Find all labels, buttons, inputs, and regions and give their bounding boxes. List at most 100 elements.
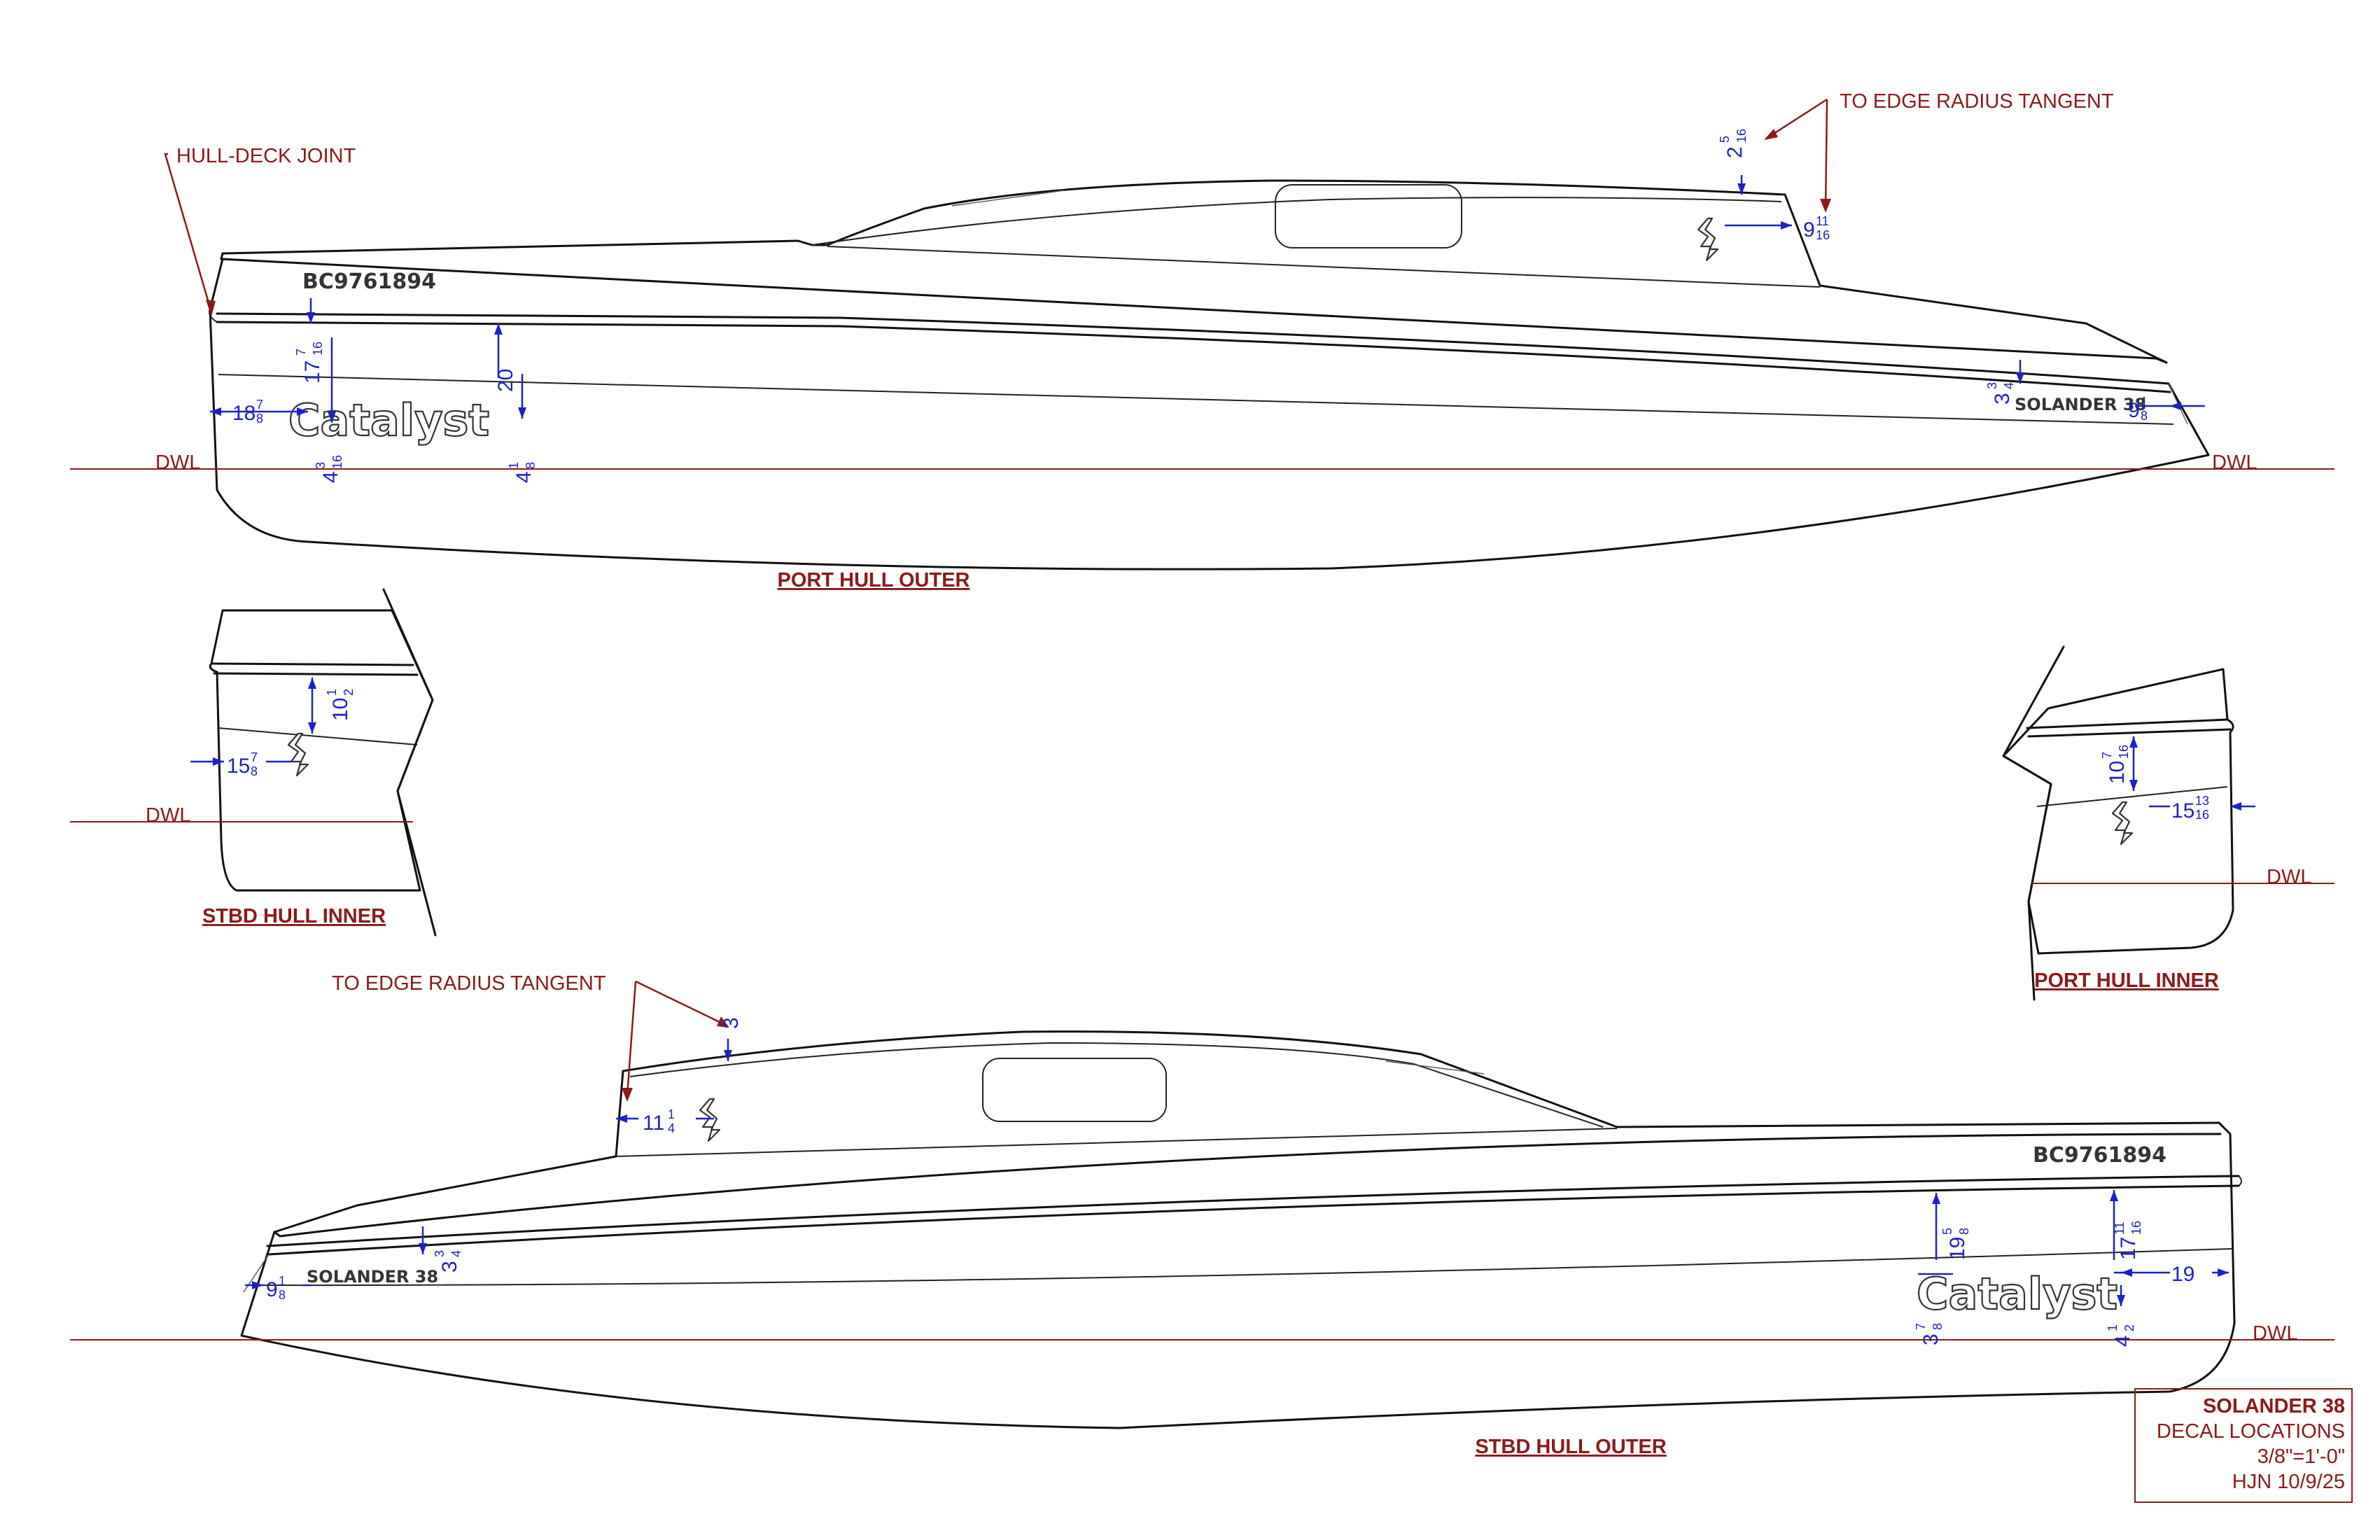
port-outer-cabin-inner (811, 197, 1782, 246)
port-outer-dim-6-den: 16 (1735, 129, 1749, 143)
stbd-inner-cut-line (382, 588, 437, 937)
stbd-outer-dim-3-num: 1 (279, 1274, 286, 1288)
port-outer-logo-symbol-icon (1697, 217, 1719, 262)
stbd-outer-edge-radius-leader-2 (626, 981, 637, 1097)
port-outer-dim-2-den: 16 (311, 342, 325, 356)
stbd-outer-hull-side (240, 1121, 2236, 1429)
stbd-outer-dim-8-den: 8 (1931, 1323, 1945, 1330)
port-inner-dim-1-num: 7 (2100, 752, 2114, 759)
stbd-outer-boot-top (247, 1248, 2232, 1287)
port-outer-dim-6-num: 5 (1718, 136, 1732, 143)
stbd-outer-dim-5-whole: 19 (1946, 1237, 1969, 1260)
port-outer-dimensions: 18 7 8 17 7 16 20 4 3 16 4 1 8 2 5 16 (210, 129, 2205, 483)
stbd-outer-logo-symbol-icon (699, 1098, 721, 1142)
stbd-inner-dim-2-den: 8 (251, 764, 258, 778)
stbd-outer-rubrail-top (266, 1175, 2240, 1247)
stbd-outer-dim-1: 3 (720, 1017, 743, 1029)
port-inner-dim-2-den: 16 (2195, 808, 2209, 822)
port-outer-edge-radius-leader-1 (1768, 98, 1828, 139)
stbd-outer-dim-4-num: 3 (433, 1250, 447, 1257)
title-block-author-date: HJN 10/9/25 (2232, 1471, 2345, 1493)
stbd-inner-outline (209, 609, 434, 892)
port-outer-edge-radius-arrowhead-2-icon (1820, 199, 1831, 213)
port-outer-hull-side (209, 258, 2210, 570)
title-block-frame (2134, 1388, 2353, 1503)
port-outer-edge-radius-arrowhead-1-icon (1764, 129, 1778, 140)
stbd-outer-dim-5-den: 8 (1957, 1228, 1971, 1235)
port-outer-registration-decal: BC9761894 (302, 270, 436, 294)
port-outer-dim-8-whole: 3 (1991, 393, 2014, 405)
title-block-scale: 3/8"=1'-0" (2258, 1446, 2345, 1468)
port-outer-hatch (951, 190, 1065, 206)
stbd-outer-dim-3-whole: 9 (266, 1278, 278, 1301)
stbd-inner-logo-symbol-icon (287, 732, 309, 777)
stbd-hull-outer-view: DWL BC9761894 Catalyst SOLANDER 38 TO ED… (70, 972, 2334, 1458)
stbd-inner-boot-top (218, 727, 418, 746)
port-outer-dim-5-num: 1 (507, 462, 521, 469)
stbd-outer-rubrail-cap (2238, 1175, 2242, 1186)
stbd-outer-dim-6-den: 16 (2129, 1221, 2143, 1235)
port-outer-deck-line (221, 179, 2168, 364)
stbd-outer-dimensions: 3 11 1 4 9 1 8 3 3 4 19 5 8 17 1 (245, 1017, 2229, 1347)
port-outer-rubrail-top (216, 312, 2170, 385)
title-block-subject: DECAL LOCATIONS (2157, 1420, 2345, 1443)
stbd-outer-cabin-inner (629, 1042, 1604, 1128)
hull-deck-joint-label: HULL-DECK JOINT (176, 145, 356, 167)
stbd-inner-dim-1-whole: 10 (329, 698, 352, 721)
stbd-inner-dim-1-den: 2 (342, 689, 356, 696)
port-outer-dim-6-whole: 2 (1723, 146, 1746, 158)
stbd-inner-dim-2-whole: 15 (227, 755, 250, 778)
port-outer-view-title: PORT HULL OUTER (778, 569, 970, 592)
port-outer-rubrail-bottom (216, 321, 2171, 393)
port-inner-dim-2-num: 13 (2195, 794, 2209, 808)
stbd-outer-dim-2-num: 1 (668, 1107, 675, 1121)
port-outer-dim-9-whole: 9 (2128, 399, 2140, 422)
port-inner-rubrail (2026, 718, 2232, 738)
port-outer-dim-1-den: 8 (256, 412, 263, 426)
port-inner-dim-1-whole: 10 (2106, 761, 2129, 784)
stbd-outer-edge-radius-arrowhead-2-icon (622, 1088, 633, 1102)
stbd-outer-dim-6-num: 11 (2113, 1222, 2127, 1235)
stbd-outer-registration-decal: BC9761894 (2033, 1143, 2166, 1168)
port-outer-dim-1-num: 7 (256, 398, 263, 412)
stbd-outer-dim-6-whole: 17 (2117, 1237, 2140, 1260)
port-outer-model-decal: SOLANDER 38 (2015, 395, 2146, 414)
port-outer-dim-2-whole: 17 (301, 360, 324, 384)
port-outer-dim-1-whole: 18 (232, 402, 255, 425)
stbd-inner-rubrail (211, 662, 419, 676)
port-outer-dim-7-whole: 9 (1803, 218, 1815, 241)
stbd-outer-edge-radius-arrowhead-1-icon (717, 1016, 729, 1028)
title-block-model: SOLANDER 38 (2203, 1395, 2345, 1418)
stbd-outer-window (982, 1058, 1167, 1122)
hull-deck-joint-leader (164, 153, 213, 313)
stbd-outer-edge-radius-label: TO EDGE RADIUS TANGENT (332, 972, 606, 995)
stbd-outer-dim-4-whole: 3 (438, 1261, 461, 1273)
port-outer-dim-7-num: 11 (1816, 214, 1829, 228)
port-outer-dim-8-num: 3 (1985, 382, 1999, 389)
port-outer-window (1275, 184, 1462, 248)
stbd-outer-dim-9-whole: 4 (2111, 1335, 2134, 1347)
port-outer-dim-8-den: 4 (2002, 382, 2016, 389)
port-outer-dim-4-whole: 4 (319, 471, 342, 483)
port-inner-logo-symbol-icon (2111, 801, 2134, 846)
port-outer-dwl-label-right: DWL (2212, 451, 2257, 474)
port-outer-edge-radius-label: TO EDGE RADIUS TANGENT (1840, 90, 2114, 113)
stbd-outer-dwl-label: DWL (2253, 1322, 2297, 1345)
stbd-outer-sheer (273, 1133, 2222, 1238)
stbd-hull-inner-view: DWL 10 1 2 15 7 8 STBD HULL INNER (70, 588, 437, 937)
port-outer-dim-5-whole: 4 (512, 471, 536, 483)
stbd-outer-dim-3-den: 8 (279, 1288, 286, 1302)
stbd-outer-dim-4-den: 4 (449, 1250, 463, 1257)
port-outer-dim-4-num: 3 (314, 462, 328, 469)
port-hull-inner-view: DWL 10 7 16 15 13 16 PORT HULL INNER (2002, 645, 2334, 1001)
stbd-outer-dim-9-den: 2 (2122, 1324, 2136, 1331)
port-outer-dim-7-den: 16 (1816, 228, 1830, 242)
port-outer-dim-9-num: 1 (2141, 395, 2148, 409)
stbd-outer-cabin-base (615, 1128, 1618, 1157)
stbd-outer-hatch (1385, 1060, 1485, 1074)
port-outer-catalyst-decal: Catalyst (288, 395, 489, 446)
port-outer-dim-9-den: 8 (2141, 409, 2148, 423)
port-inner-dim-1-den: 16 (2117, 745, 2131, 759)
port-outer-edge-radius-leader-2 (1824, 99, 1828, 208)
